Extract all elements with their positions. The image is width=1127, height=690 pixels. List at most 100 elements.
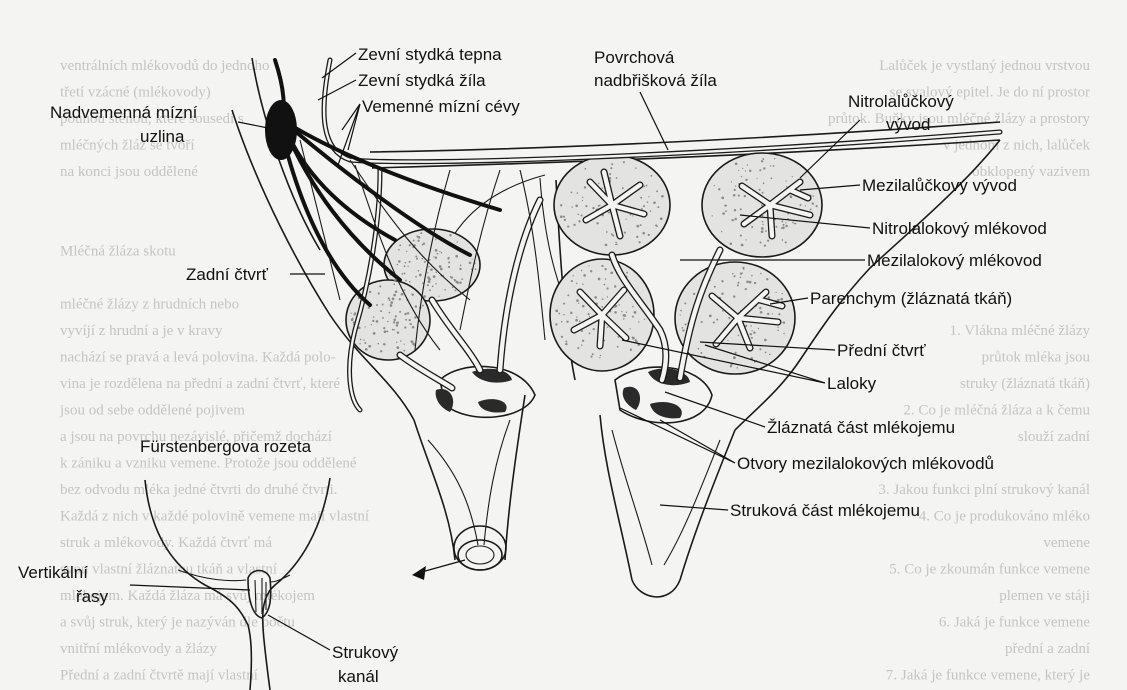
- background-text-left-line: jsou od sebe oddělené pojivem: [59, 403, 245, 419]
- stipple-dot: [753, 331, 755, 333]
- stipple-dot: [575, 205, 578, 208]
- stipple-dot: [379, 285, 381, 287]
- stipple-dot: [359, 343, 360, 344]
- stipple-dot: [724, 205, 726, 207]
- stipple-dot: [714, 185, 715, 186]
- background-text-left-line: ventrálních mlékovodů do jednoho: [60, 58, 270, 74]
- stipple-dot: [614, 285, 616, 287]
- stipple-dot: [607, 327, 608, 328]
- stipple-dot: [437, 253, 439, 255]
- stipple-dot: [778, 313, 780, 315]
- stipple-dot: [760, 273, 762, 275]
- label-nitrolalokovy-mlekovod: Nitrolalokový mlékovod: [872, 219, 1047, 238]
- stipple-dot: [409, 261, 411, 263]
- stipple-dot: [763, 167, 765, 169]
- stipple-dot: [394, 279, 396, 281]
- stipple-dot: [404, 313, 406, 315]
- stipple-dot: [761, 160, 763, 162]
- stipple-dot: [646, 185, 648, 187]
- stipple-dot: [403, 350, 405, 352]
- stipple-dot: [395, 291, 398, 294]
- stipple-dot: [393, 294, 396, 297]
- stipple-dot: [435, 239, 436, 240]
- stipple-dot: [364, 342, 366, 344]
- stipple-dot: [734, 209, 736, 211]
- stipple-dot: [392, 329, 394, 331]
- stipple-dot: [713, 321, 715, 323]
- stipple-dot: [812, 195, 814, 197]
- stipple-dot: [421, 258, 423, 260]
- stipple-dot: [626, 219, 627, 220]
- stipple-dot: [404, 272, 406, 274]
- stipple-dot: [585, 205, 587, 207]
- background-text-right-line: 2. Co je mléčná žláza a k čemu: [903, 403, 1090, 419]
- stipple-dot: [380, 350, 382, 352]
- stipple-dot: [459, 281, 462, 284]
- stipple-dot: [396, 324, 399, 327]
- background-text-right-line: struky (žláznatá tkáň): [960, 376, 1090, 392]
- stipple-dot: [409, 244, 411, 246]
- stipple-dot: [630, 349, 632, 351]
- stipple-dot: [440, 268, 443, 271]
- label-zlaznata-cast-mlekojemu: Žláznatá část mlékojemu: [767, 418, 955, 437]
- stipple-dot: [647, 201, 649, 203]
- stipple-dot: [602, 187, 604, 189]
- stipple-dot: [761, 227, 764, 230]
- stipple-dot: [654, 202, 655, 203]
- stipple-dot: [762, 192, 764, 194]
- stipple-dot: [383, 327, 385, 329]
- stipple-dot: [604, 284, 606, 286]
- stipple-dot: [730, 365, 732, 367]
- stipple-dot: [376, 320, 379, 323]
- stipple-dot: [681, 327, 683, 329]
- stipple-dot: [725, 210, 727, 212]
- background-text-left-line: k zániku a vzniku vemene. Protože jsou o…: [60, 456, 357, 472]
- stipple-dot: [592, 207, 594, 209]
- stipple-dot: [790, 195, 793, 198]
- stipple-dot: [412, 326, 415, 329]
- stipple-dot: [718, 188, 720, 190]
- stipple-dot: [709, 315, 712, 318]
- stipple-dot: [741, 244, 744, 247]
- stipple-dot: [451, 276, 453, 278]
- label-zevni-stydka-zila: Zevní stydká žíla: [358, 71, 486, 90]
- stipple-dot: [571, 206, 572, 207]
- stipple-dot: [773, 165, 775, 167]
- stipple-dot: [648, 234, 650, 236]
- stipple-dot: [387, 321, 388, 322]
- stipple-dot: [775, 292, 776, 293]
- stipple-dot: [581, 214, 583, 216]
- stipple-dot: [415, 255, 417, 257]
- stipple-dot: [383, 343, 385, 345]
- stipple-dot: [777, 327, 778, 328]
- stipple-dot: [435, 249, 438, 252]
- background-text-left-line: mléčné žlázy z hrudních nebo: [60, 297, 239, 313]
- stipple-dot: [567, 294, 569, 296]
- stipple-dot: [617, 346, 619, 348]
- stipple-dot: [413, 344, 415, 346]
- stipple-dot: [765, 352, 767, 354]
- stipple-dot: [398, 249, 400, 251]
- stipple-dot: [582, 340, 584, 342]
- stipple-dot: [600, 355, 601, 356]
- label-zadni-ctvrt: Zadní čtvrť: [186, 265, 269, 284]
- stipple-dot: [761, 230, 764, 233]
- stipple-dot: [733, 275, 735, 277]
- stipple-dot: [604, 268, 606, 270]
- stipple-dot: [398, 261, 399, 262]
- stipple-dot: [422, 305, 424, 307]
- stipple-dot: [373, 316, 375, 318]
- stipple-dot: [371, 324, 372, 325]
- stipple-dot: [565, 341, 567, 343]
- stipple-dot: [390, 301, 393, 304]
- stipple-dot: [747, 164, 748, 165]
- stipple-dot: [768, 296, 771, 299]
- stipple-dot: [454, 279, 456, 281]
- label-strukovy-kanal-line1: Strukový: [332, 643, 399, 662]
- stipple-dot: [609, 173, 611, 175]
- stipple-dot: [629, 328, 630, 329]
- stipple-dot: [610, 272, 613, 275]
- stipple-dot: [644, 319, 645, 320]
- stipple-dot: [378, 343, 380, 345]
- stipple-dot: [581, 270, 583, 272]
